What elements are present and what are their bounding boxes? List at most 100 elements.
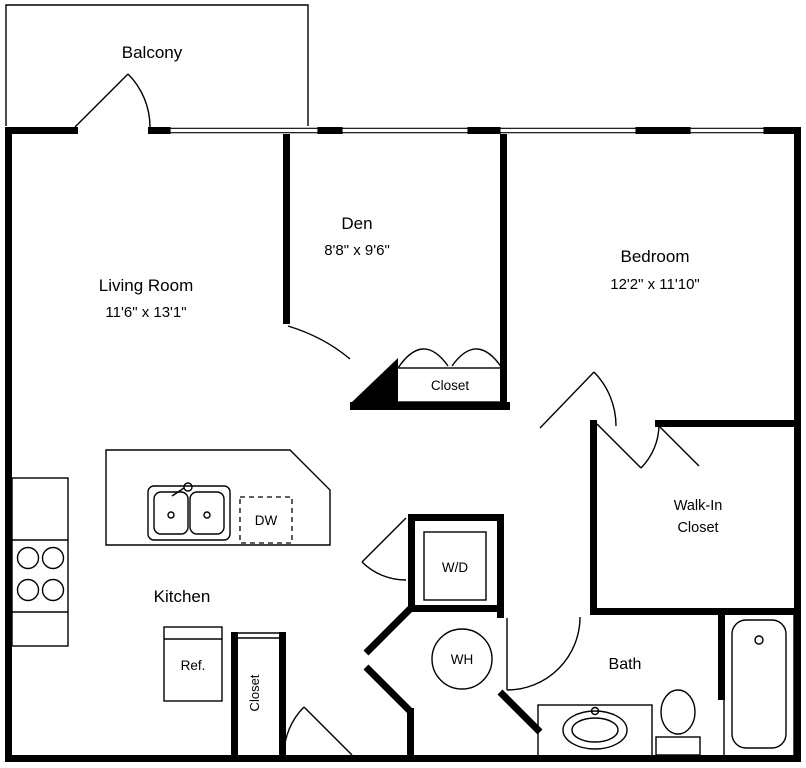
walk-in-closet-left-wall	[590, 420, 597, 615]
left-wall	[5, 127, 12, 762]
water-heater-label: WH	[451, 652, 474, 667]
bedroom-label: Bedroom	[621, 247, 690, 266]
window	[341, 127, 469, 134]
toilet	[655, 689, 701, 756]
laundry-door-swing	[361, 561, 407, 581]
bathtub-drain	[754, 635, 764, 645]
laundry-door	[361, 517, 407, 581]
kitchen-fixtures: DW Ref. Closet	[11, 449, 331, 711]
top-wall-segment	[148, 127, 170, 134]
washer-dryer	[423, 531, 487, 601]
den-closet-box	[395, 367, 505, 403]
room-labels: Living Room 11'6" x 13'1" Den 8'8" x 9'6…	[99, 214, 723, 673]
bathtub-outline	[723, 611, 795, 758]
bifold-door-arc	[451, 348, 503, 369]
sink-drain	[167, 511, 175, 519]
hall-wall	[407, 708, 414, 755]
den-door-leaf	[352, 358, 398, 402]
sink-basin	[189, 491, 225, 535]
den-closet-label: Closet	[431, 378, 470, 393]
refrigerator: Ref.	[163, 626, 223, 702]
faucet-icon	[590, 706, 600, 716]
window	[499, 127, 637, 134]
burner-icon	[16, 546, 40, 570]
walk-in-closet-door	[596, 423, 700, 469]
bifold-door-arc	[397, 348, 449, 369]
utility-fixtures: W/D WH	[423, 531, 493, 690]
laundry-right-wall	[497, 514, 504, 618]
bathroom-sink-basin	[571, 717, 619, 743]
refrigerator-outline	[163, 626, 223, 702]
kitchen-label: Kitchen	[154, 587, 211, 606]
laundry-bottom-wall	[408, 605, 504, 612]
top-wall-segment	[636, 127, 690, 134]
living-room-dimensions: 11'6" x 13'1"	[105, 304, 186, 321]
walk-in-closet-top-wall	[655, 420, 801, 427]
bathtub-basin	[731, 619, 787, 749]
closet-bifold-doors	[397, 348, 503, 369]
top-wall-segment	[318, 127, 342, 134]
kitchen-closet-left-wall	[231, 632, 238, 755]
balcony-label: Balcony	[122, 43, 183, 62]
top-wall-segment	[468, 127, 500, 134]
bath-label: Bath	[609, 656, 642, 673]
den-label: Den	[341, 214, 372, 233]
balcony-door	[74, 73, 151, 128]
bathroom-vanity	[537, 704, 653, 758]
bathroom-sink	[562, 710, 628, 750]
water-heater-angled-wall	[363, 664, 413, 714]
window	[689, 127, 765, 134]
top-wall-segment	[5, 127, 78, 134]
toilet-bowl	[660, 689, 696, 735]
faucet-icon	[183, 482, 193, 492]
kitchen-closet: Closet	[238, 632, 279, 711]
kitchen-island	[105, 449, 331, 546]
den-door-swing	[287, 325, 351, 360]
interior-walls	[231, 134, 801, 755]
bedroom-door	[539, 371, 617, 429]
kitchen-sink	[147, 482, 231, 541]
bath-door-swing	[506, 616, 581, 691]
kitchen-closet-label: Closet	[247, 674, 262, 711]
laundry-door-leaf	[361, 517, 407, 563]
dishwasher-label: DW	[255, 513, 278, 528]
walk-in-closet-door-leaf	[656, 423, 700, 467]
bathtub	[723, 611, 795, 758]
living-den-wall	[283, 134, 290, 324]
walk-in-closet-label: Closet	[677, 520, 718, 536]
faucet-spout	[171, 487, 185, 497]
sink-basin	[153, 491, 189, 535]
top-wall-segment	[764, 127, 801, 134]
hall-door-leaf	[303, 706, 353, 756]
sink-outline	[147, 485, 231, 541]
stove	[11, 477, 69, 647]
balcony-outline	[5, 4, 309, 126]
den-closet-wall	[350, 402, 510, 410]
hall-door-swing	[283, 706, 305, 756]
kitchen-closet-right-wall	[279, 632, 286, 755]
right-wall	[794, 127, 801, 762]
bath-angled-wall	[497, 689, 543, 735]
walk-in-closet-door-swing	[640, 423, 660, 469]
water-heater-angled-wall	[363, 605, 414, 656]
doors	[283, 325, 700, 756]
toilet-tank	[655, 736, 701, 756]
balcony-door-swing	[127, 73, 151, 128]
den-door	[287, 325, 398, 402]
washer-dryer-label: W/D	[442, 560, 468, 575]
living-room-label: Living Room	[99, 276, 194, 295]
window	[169, 127, 319, 134]
dishwasher	[239, 496, 293, 544]
refrigerator-label: Ref.	[181, 658, 206, 673]
walk-in-closet-door-leaf	[596, 423, 642, 469]
bath-fixtures	[537, 611, 795, 758]
windows	[169, 127, 765, 134]
walk-in-closet-bottom-wall	[590, 608, 801, 615]
sink-drain	[203, 511, 211, 519]
hall-door	[283, 706, 353, 756]
burner-icon	[16, 578, 40, 602]
vanity-counter	[537, 704, 653, 758]
burner-icon	[41, 578, 65, 602]
